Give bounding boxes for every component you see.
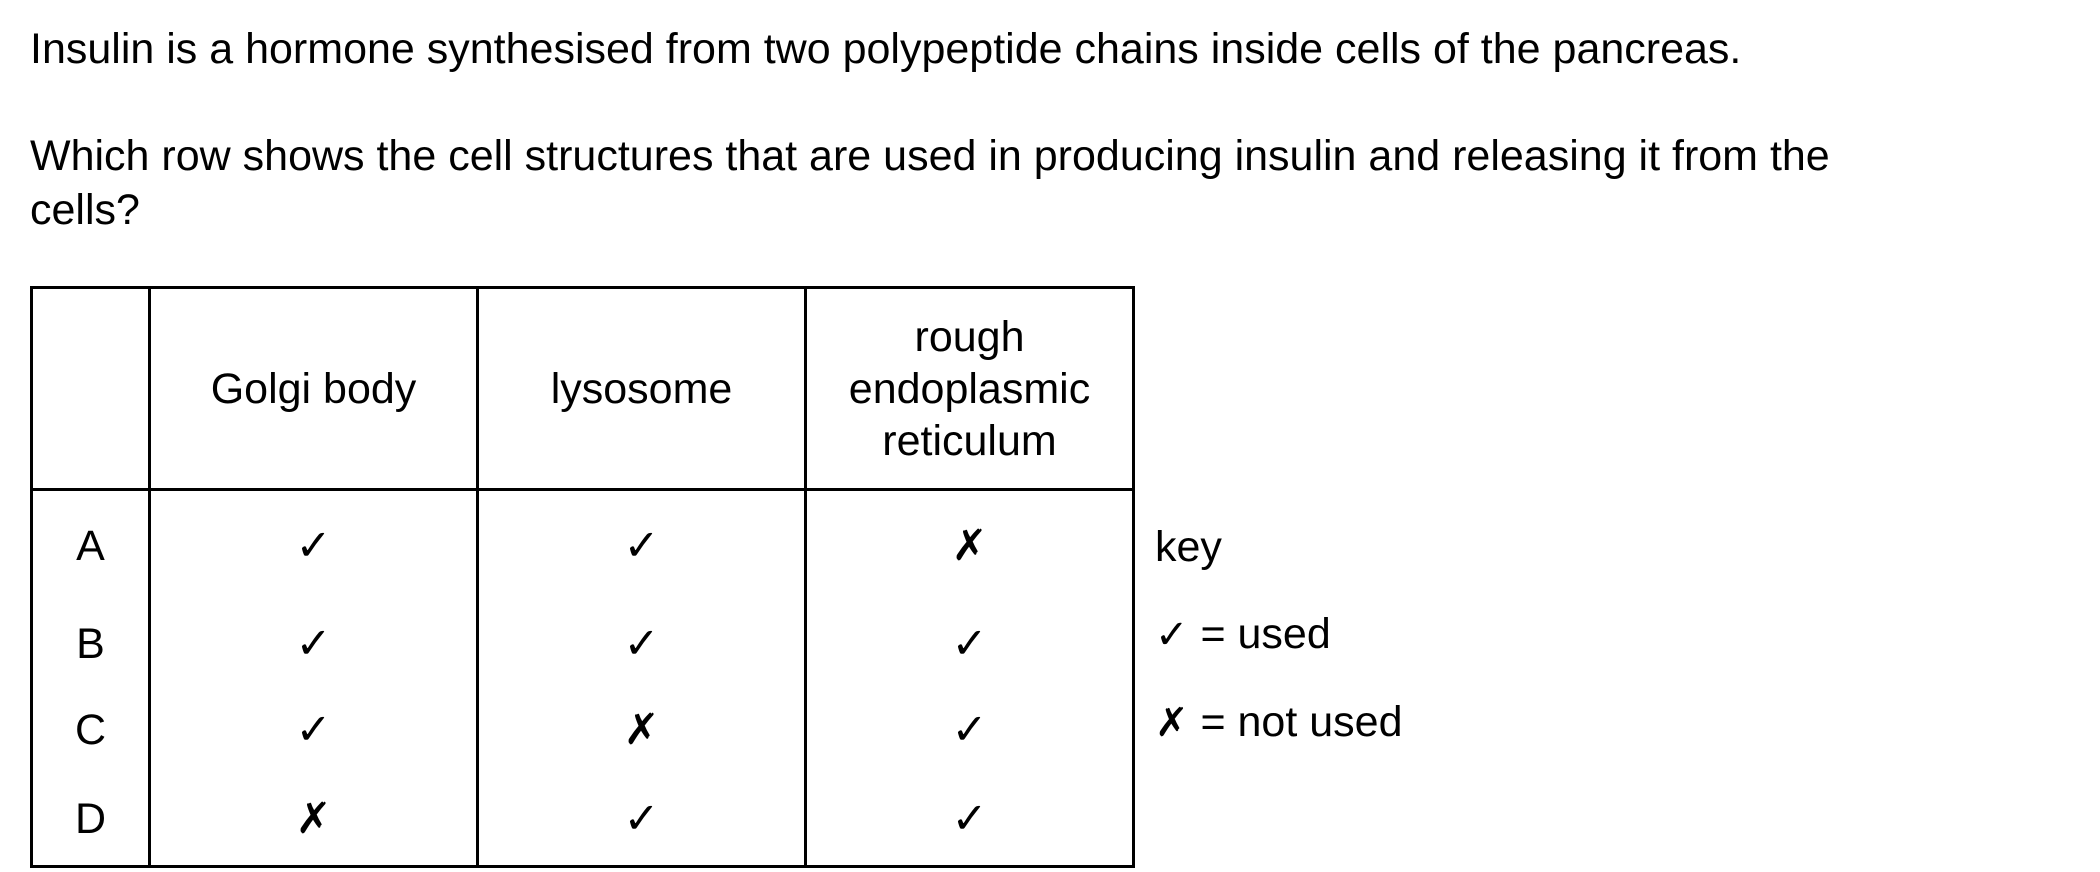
question-prompt-line-2: cells?	[30, 186, 140, 234]
header-lysosome-label: lysosome	[550, 364, 733, 413]
row-label: D	[30, 773, 151, 868]
check-icon: ✓	[1155, 612, 1189, 658]
table-header-row: Golgi body lysosome rough endoplasmic re…	[30, 286, 1135, 491]
header-empty-cell	[30, 286, 151, 491]
header-rer-line-2: endoplasmic	[848, 364, 1091, 413]
header-lysosome: lysosome	[476, 286, 807, 491]
golgi-mark: ✗	[148, 773, 479, 868]
row-label: B	[30, 601, 151, 687]
table-row: C ✓ ✗ ✓	[30, 687, 1135, 773]
table-row: A ✓ ✓ ✗	[30, 488, 1135, 601]
table-row: D ✗ ✓ ✓	[30, 773, 1135, 868]
header-rer-line-1: rough	[914, 312, 1025, 361]
header-golgi-body: Golgi body	[148, 286, 479, 491]
lysosome-mark: ✓	[476, 773, 807, 868]
lysosome-mark: ✓	[476, 601, 807, 687]
golgi-mark: ✓	[148, 687, 479, 773]
header-rough-er: rough endoplasmic reticulum	[804, 286, 1135, 491]
key-used-text: = used	[1188, 610, 1331, 658]
lysosome-mark: ✗	[476, 687, 807, 773]
golgi-mark: ✓	[148, 488, 479, 601]
lysosome-mark: ✓	[476, 488, 807, 601]
rer-mark: ✓	[804, 687, 1135, 773]
key-not-used-text: = not used	[1188, 698, 1403, 746]
table-row: B ✓ ✓ ✓	[30, 601, 1135, 687]
header-rer-line-3: reticulum	[882, 416, 1057, 465]
key-used-entry: ✓ = used	[1155, 608, 1331, 661]
cross-icon: ✗	[1155, 700, 1189, 746]
answer-table: Golgi body lysosome rough endoplasmic re…	[30, 286, 1135, 868]
key-title: key	[1155, 523, 1222, 571]
rer-mark: ✓	[804, 773, 1135, 868]
key-not-used-entry: ✗ = not used	[1155, 696, 1403, 749]
rer-mark: ✓	[804, 601, 1135, 687]
row-label: A	[30, 488, 151, 601]
row-label: C	[30, 687, 151, 773]
golgi-mark: ✓	[148, 601, 479, 687]
question-prompt-line-1: Which row shows the cell structures that…	[30, 132, 1830, 180]
question-intro: Insulin is a hormone synthesised from tw…	[30, 25, 1742, 73]
header-golgi-label: Golgi body	[210, 364, 417, 413]
rer-mark: ✗	[804, 488, 1135, 601]
